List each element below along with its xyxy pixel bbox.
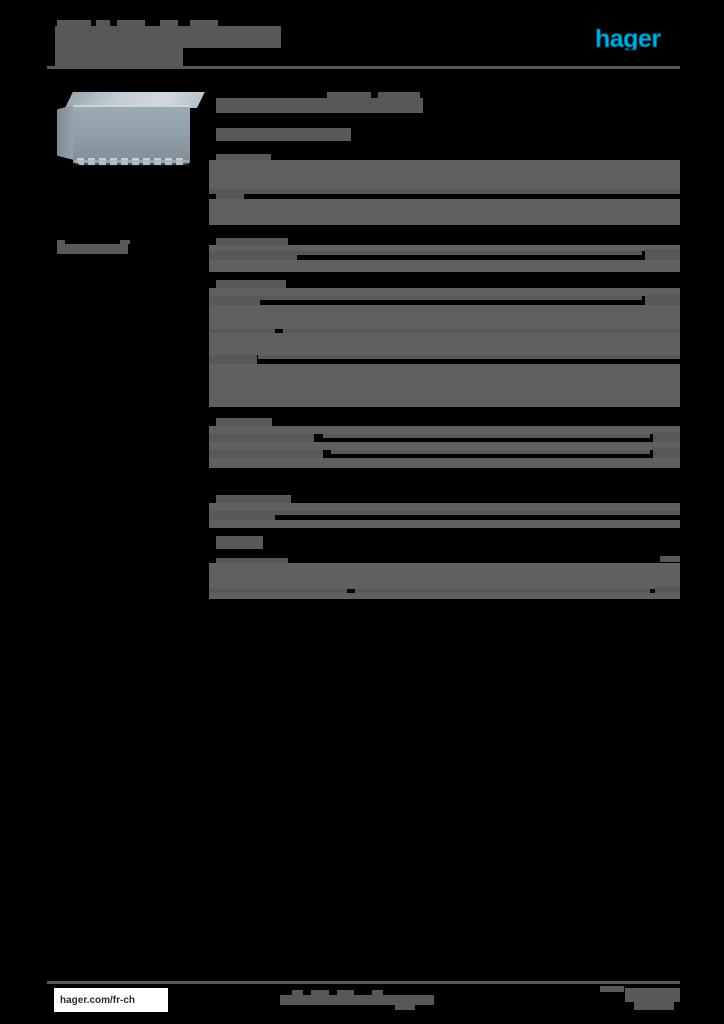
footer-note-fragment: [395, 1002, 415, 1010]
table-row: [209, 260, 680, 272]
row-leader-dots: [297, 251, 642, 255]
table-row-value: [645, 249, 680, 260]
hager-logo-text: hager: [595, 28, 661, 50]
footer-note-fragment: [372, 990, 383, 995]
table-row-label: [209, 434, 314, 442]
product-image-edge-highlight: [73, 105, 190, 107]
table-row-leader: [209, 189, 680, 194]
table-row-label: [216, 192, 244, 199]
product-image-front-face: [73, 105, 190, 163]
title-fragment: [96, 20, 110, 28]
row-leader-dots: [275, 511, 680, 515]
table-row: [209, 199, 680, 225]
section-title: [216, 418, 272, 426]
section-title: [216, 154, 271, 161]
footer-note-fragment: [337, 990, 354, 995]
table-row-value: [653, 432, 680, 443]
title-line-1: [55, 26, 281, 48]
page-number-fragment: [600, 986, 624, 992]
section-title: [216, 495, 291, 503]
table-row: [209, 364, 680, 407]
sidebar-label: [57, 244, 128, 254]
product-image-side-face: [57, 105, 74, 160]
table-row-value: [660, 556, 680, 562]
footer-url[interactable]: hager.com/fr-ch: [54, 988, 168, 1012]
table-row: [209, 503, 680, 511]
table-row-value: [645, 294, 680, 306]
row-leader-dots: [260, 296, 642, 300]
table-row: [209, 333, 680, 355]
table-row-value: [653, 448, 680, 459]
table-row-label: [216, 558, 288, 564]
title-fragment: [190, 42, 214, 48]
row-leader-dots: [323, 434, 650, 438]
row-leader-dots: [258, 355, 680, 359]
product-image-shadow: [75, 160, 189, 166]
title-fragment: [190, 20, 218, 28]
table-row-label: [209, 296, 260, 305]
table-row-value: [655, 587, 680, 598]
table-row: [209, 245, 680, 251]
main-heading: [216, 98, 423, 113]
page-number-fragment: [634, 1002, 674, 1010]
main-subheading: [216, 128, 351, 141]
main-heading-topmark: [378, 92, 420, 98]
table-row: [209, 305, 680, 329]
table-row: [209, 288, 680, 296]
footer-note: [280, 995, 434, 1005]
table-row-label: [209, 355, 257, 364]
title-fragment: [160, 20, 178, 28]
table-row: [209, 426, 680, 434]
hager-logo: hager: [595, 28, 679, 50]
table-row-label: [209, 251, 297, 260]
section-title: [216, 536, 263, 549]
table-row: [209, 442, 680, 450]
sidebar-label-marker: [120, 240, 130, 244]
section-title: [216, 280, 286, 288]
page-number: [625, 988, 680, 1002]
table-row-label: [209, 450, 323, 458]
row-leader-dots: [355, 589, 650, 593]
table-row: [209, 520, 680, 528]
footer-rule: [47, 981, 680, 984]
main-heading-topmark: [327, 92, 371, 98]
table-row-label: [209, 511, 275, 520]
table-row: [209, 458, 680, 468]
footer-note-fragment: [311, 990, 329, 995]
table-row: [209, 593, 680, 599]
footer-note-fragment: [292, 990, 303, 995]
sidebar-label-marker: [57, 240, 65, 244]
title-fragment: [117, 20, 145, 28]
row-leader-dots: [331, 450, 650, 454]
header-rule: [47, 66, 680, 69]
product-image: [57, 92, 205, 170]
title-line-2: [55, 48, 183, 68]
title-fragment: [57, 20, 91, 28]
table-row: [209, 160, 680, 189]
footer-url-text: hager.com/fr-ch: [60, 994, 136, 1006]
table-row: [209, 563, 680, 589]
section-title: [216, 238, 288, 246]
row-leader-dots: [283, 329, 680, 333]
